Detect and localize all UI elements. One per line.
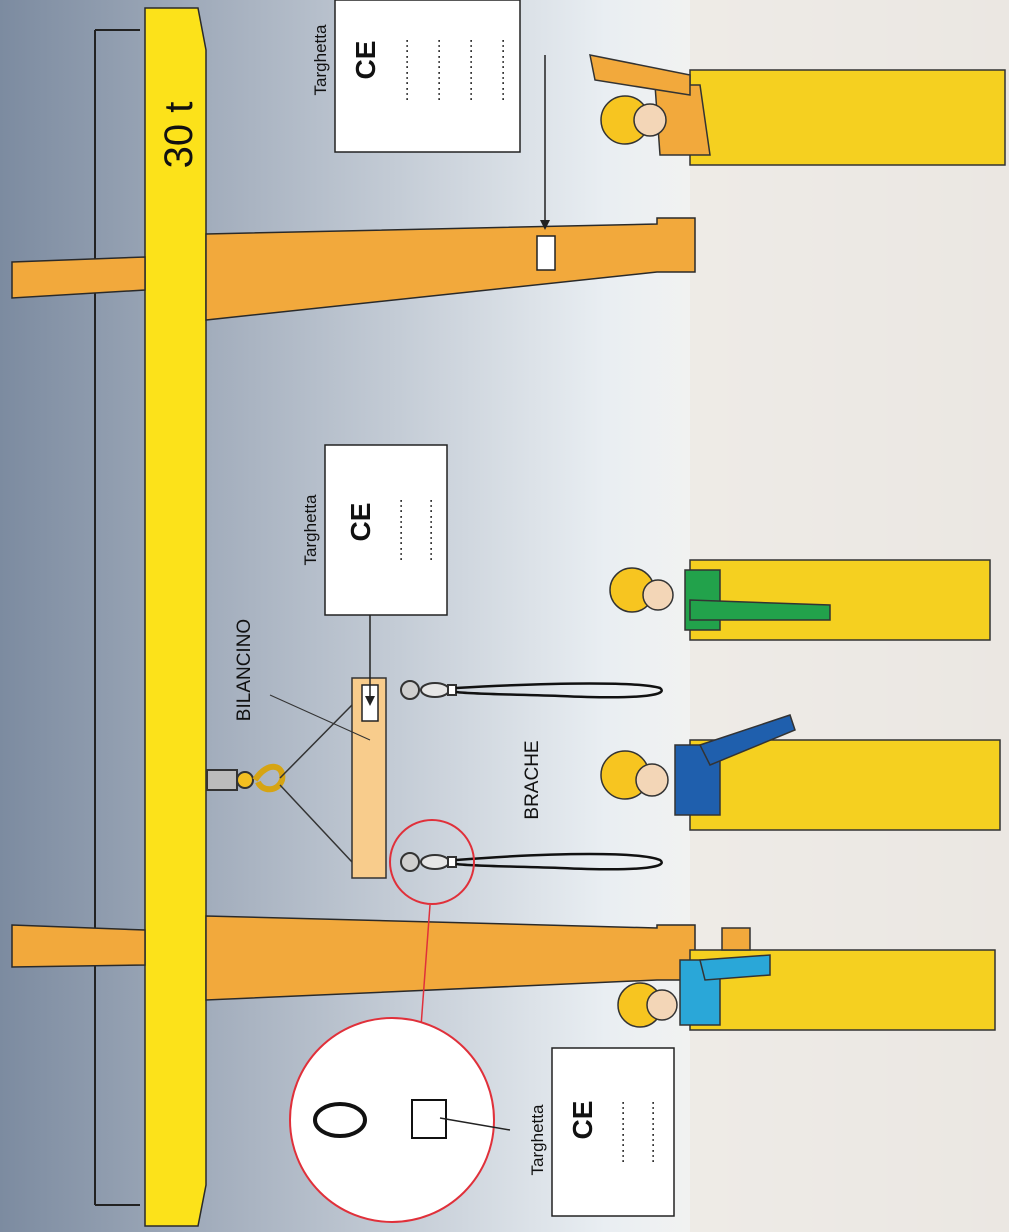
nameplate-panel-top: Targhetta CE ………… ………… ………… ………… xyxy=(311,0,520,152)
nameplate-line: ………… xyxy=(419,498,436,562)
ce-mark: CE xyxy=(345,503,376,542)
nameplate-title: Targhetta xyxy=(311,24,330,95)
crane-leg-left-top xyxy=(12,925,145,967)
nameplate-title: Targhetta xyxy=(301,494,320,565)
capacity-label: 30 t xyxy=(157,102,201,169)
nameplate-line: ………… xyxy=(641,1100,658,1164)
ce-mark: CE xyxy=(350,41,381,80)
nameplate-line: ………… xyxy=(459,38,476,102)
nameplate-line: ………… xyxy=(611,1100,628,1164)
slings-label: BRACHE xyxy=(522,740,543,819)
nameplate-title: Targhetta xyxy=(528,1104,547,1175)
crane-leg-right-top xyxy=(12,257,145,298)
detail-zoom-circle xyxy=(290,1018,494,1222)
nameplate-line: ………… xyxy=(427,38,444,102)
nameplate-line: ………… xyxy=(395,38,412,102)
zoom-tag xyxy=(412,1100,446,1138)
leg-nameplate xyxy=(537,236,555,270)
ce-mark: CE xyxy=(567,1101,598,1140)
nameplate-line: ………… xyxy=(389,498,406,562)
spreader-beam-label: BILANCINO xyxy=(234,619,255,721)
nameplate-line: ………… xyxy=(491,38,508,102)
crane-main-beam xyxy=(145,8,206,1226)
